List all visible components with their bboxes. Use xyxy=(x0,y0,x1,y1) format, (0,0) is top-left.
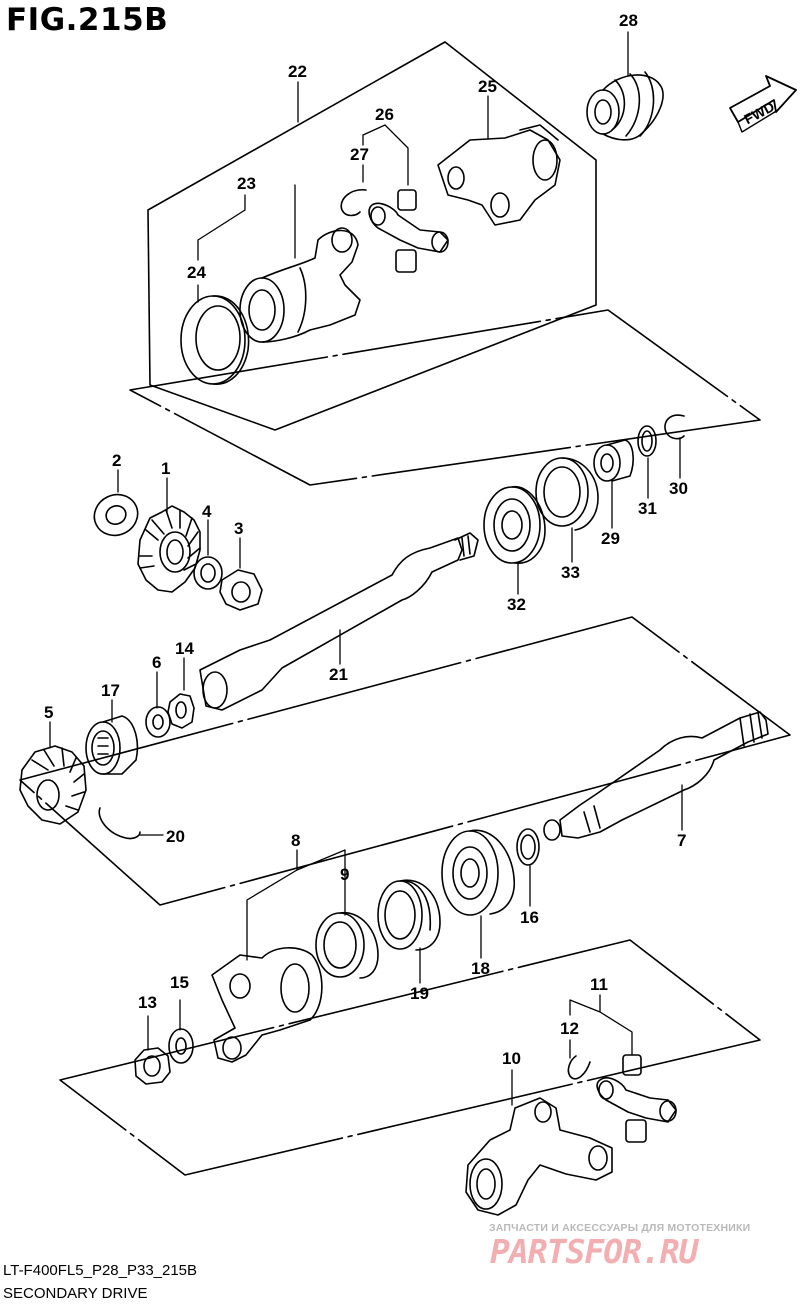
callout-17: 17 xyxy=(101,681,120,700)
propeller-shaft-assembly-frame xyxy=(147,41,597,431)
callout-25: 25 xyxy=(478,77,497,96)
figure-title: FIG.215B xyxy=(6,2,169,38)
callout-13: 13 xyxy=(138,993,157,1012)
callout-22: 22 xyxy=(288,62,307,81)
model-code: LT-F400FL5_P28_P33_215B xyxy=(3,1262,198,1279)
watermark-tagline: ЗАПЧАСТИ И АКСЕССУАРЫ ДЛЯ МОТОТЕХНИКИ xyxy=(489,1222,751,1234)
callout-21: 21 xyxy=(329,665,348,684)
callout-11: 11 xyxy=(590,975,608,994)
part-6-washer xyxy=(145,706,171,738)
callout-20: 20 xyxy=(166,827,185,846)
callout-10: 10 xyxy=(502,1049,521,1068)
callout-6: 6 xyxy=(152,653,161,672)
leader-lines xyxy=(49,31,683,1106)
callout-24: 24 xyxy=(187,263,206,282)
callout-3: 3 xyxy=(234,519,243,538)
callout-18: 18 xyxy=(471,959,490,978)
part-14-nut xyxy=(167,693,195,729)
bearing-group-frame xyxy=(129,309,761,486)
part-2-washer xyxy=(93,493,139,537)
part-32-bearing xyxy=(483,486,546,564)
part-16-circlip xyxy=(516,828,540,866)
part-15-washer xyxy=(168,1028,194,1064)
callout-labels: 28 22 25 26 27 23 24 2 1 4 3 21 32 33 29… xyxy=(44,11,688,1068)
universal-joint-group-frame xyxy=(59,939,761,1176)
callout-1: 1 xyxy=(161,459,170,478)
part-12-circlip xyxy=(567,1055,591,1080)
callout-5: 5 xyxy=(44,703,53,722)
callout-4: 4 xyxy=(202,502,212,521)
callout-26: 26 xyxy=(375,105,394,124)
callout-32: 32 xyxy=(507,595,526,614)
callout-28: 28 xyxy=(619,11,638,30)
part-9-seal xyxy=(315,912,379,979)
callout-15: 15 xyxy=(170,973,189,992)
callout-8: 8 xyxy=(291,831,300,850)
part-20-circlip xyxy=(98,807,141,840)
callout-16: 16 xyxy=(520,908,539,927)
part-7-drive-shaft xyxy=(543,711,769,841)
part-4-washer xyxy=(193,556,223,590)
callout-23: 23 xyxy=(237,174,256,193)
watermark-brand-logo: PARTSFOR.RU xyxy=(490,1232,699,1271)
part-24-seal xyxy=(180,295,250,385)
part-17-needle-bearing xyxy=(85,715,139,775)
callout-19: 19 xyxy=(410,984,429,1003)
drive-shaft-group-frame xyxy=(19,616,791,906)
part-5-bevel-gear xyxy=(19,745,87,825)
part-8-yoke xyxy=(211,947,323,1063)
part-33-seal xyxy=(535,457,599,531)
part-1-bevel-gear xyxy=(137,505,201,593)
part-3-nut xyxy=(219,569,263,611)
part-25-yoke xyxy=(437,124,561,226)
part-28-boot xyxy=(586,71,664,141)
callout-30: 30 xyxy=(669,479,688,498)
part-26-cross-joint xyxy=(368,189,449,273)
section-caption: SECONDARY DRIVE xyxy=(3,1285,148,1302)
callout-31: 31 xyxy=(638,499,657,518)
callout-9: 9 xyxy=(340,865,349,884)
part-21-propeller-shaft xyxy=(199,532,479,711)
part-11-cross-joint xyxy=(596,1054,677,1143)
callout-2: 2 xyxy=(112,451,121,470)
callout-14: 14 xyxy=(175,639,194,658)
fwd-arrow-icon: FWD xyxy=(729,75,797,133)
callout-29: 29 xyxy=(601,529,620,548)
part-30-circlip xyxy=(664,414,685,440)
part-10-yoke xyxy=(465,1097,613,1216)
part-27-circlip xyxy=(340,189,367,217)
callout-12: 12 xyxy=(560,1019,579,1038)
part-23-yoke xyxy=(239,227,361,343)
part-19-seal xyxy=(377,879,441,951)
callout-27: 27 xyxy=(350,145,369,164)
part-31-circlip xyxy=(637,425,657,457)
part-13-nut xyxy=(134,1047,171,1085)
callout-7: 7 xyxy=(677,831,686,850)
part-18-bearing xyxy=(441,829,515,916)
part-29-collar xyxy=(593,439,634,482)
callout-33: 33 xyxy=(561,563,580,582)
